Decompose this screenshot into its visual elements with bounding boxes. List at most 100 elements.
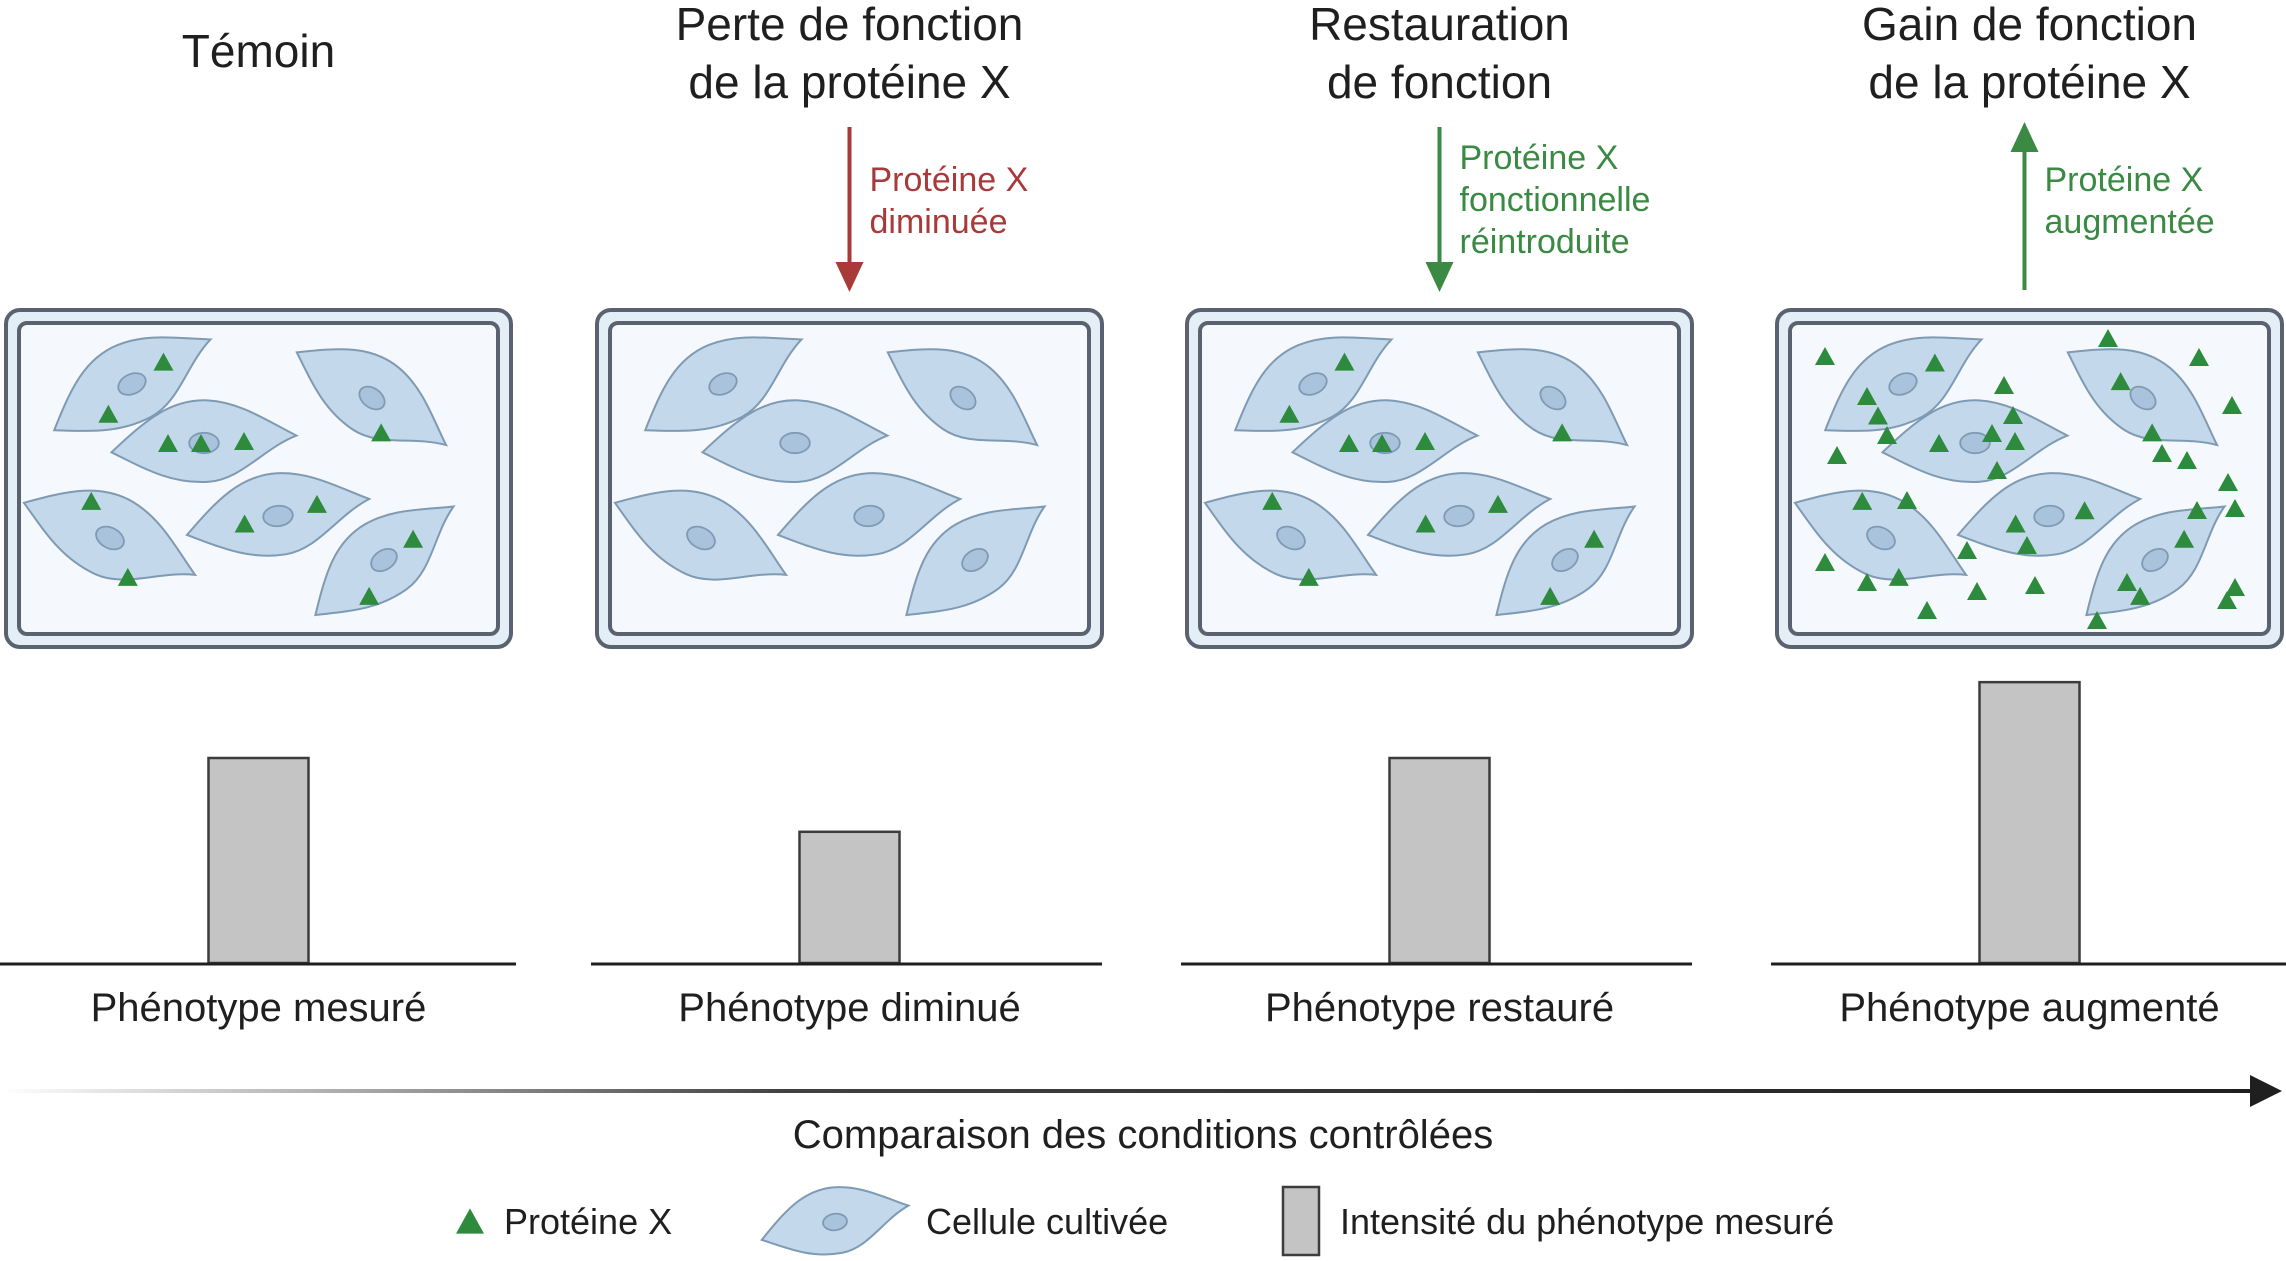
protein-x-icon (1298, 567, 1319, 586)
legend-item-protein: Protéine X (456, 1201, 672, 1242)
protein-x-icon (153, 352, 174, 371)
protein-x-icon (2225, 578, 2245, 596)
culture-dish (1775, 308, 2284, 649)
protein-x-icon (1852, 491, 1873, 510)
cell (905, 505, 1047, 617)
cell (1476, 348, 1629, 447)
nucleus (961, 547, 989, 573)
nucleus (1539, 385, 1567, 411)
nucleus (262, 504, 294, 528)
protein-x-icon (2098, 329, 2118, 347)
nucleus (1888, 372, 1918, 396)
culture-dish (595, 308, 1104, 649)
protein-x-icon (1487, 494, 1508, 513)
protein-x-icon (1929, 434, 1949, 452)
nucleus (1298, 372, 1328, 396)
protein-x-icon (1815, 347, 1835, 365)
protein-x-icon (117, 567, 138, 586)
protein-x-icon (2217, 591, 2237, 609)
cell (22, 489, 198, 581)
protein-x-icon (2025, 576, 2045, 594)
cell-icon (760, 1186, 911, 1256)
cell (185, 472, 372, 557)
cell (295, 348, 448, 447)
protein-x-icon (371, 423, 392, 442)
protein-x-icon (2174, 529, 2195, 548)
axis-line (0, 1089, 2250, 1093)
phenotype-label: Phénotype restauré (1265, 986, 1614, 1030)
phenotype-bar-chart (1771, 680, 2286, 966)
phenotype-bar (1388, 756, 1491, 965)
phenotype-bar-chart (0, 756, 516, 966)
protein-x-icon (1372, 434, 1392, 452)
nucleus (686, 525, 716, 551)
nucleus (2141, 547, 2169, 573)
legend-label: Protéine X (504, 1201, 672, 1242)
protein-x-icon (1857, 573, 1877, 591)
arrow-down-icon (835, 262, 864, 292)
nucleus (95, 525, 125, 551)
nucleus (779, 431, 811, 455)
legend-item-bar: Intensité du phénotype mesuré (1281, 1185, 1834, 1257)
protein-x-icon (1897, 491, 1917, 509)
protein-x-icon (1982, 424, 2002, 442)
phenotype-bar (798, 830, 901, 965)
protein-x-icon (1967, 582, 1987, 600)
nucleus (358, 385, 386, 411)
comparison-axis: Comparaison des conditions contrôlées (0, 1075, 2282, 1157)
protein-x-icon (1339, 434, 1359, 452)
protein-x-icon (2218, 473, 2238, 491)
protein-x-icon (2152, 444, 2172, 462)
cell (1495, 505, 1637, 617)
nucleus (708, 372, 738, 396)
legend-label: Intensité du phénotype mesuré (1340, 1201, 1834, 1242)
bar-icon (1281, 1185, 1321, 1257)
protein-x-icon (1877, 426, 1897, 444)
phenotype-label: Phénotype mesuré (91, 986, 427, 1030)
culture-dish (4, 308, 513, 649)
cell (52, 336, 213, 432)
cell (1366, 472, 1553, 557)
protein-x-icon (306, 494, 327, 513)
protein-x-icon (2177, 451, 2197, 469)
cell (314, 505, 456, 617)
protein-x-icon (1334, 352, 1355, 371)
protein-x-icon (1552, 423, 1573, 442)
cell (776, 472, 963, 557)
cell (1233, 336, 1394, 432)
phenotype-bar (1978, 680, 2081, 965)
protein-x-icon (1827, 446, 1847, 464)
cell (613, 489, 789, 581)
protein-x-icon (2189, 348, 2209, 366)
nucleus (117, 372, 147, 396)
nucleus (1959, 431, 1991, 455)
phenotype-bar (207, 756, 310, 965)
protein-x-icon (403, 529, 424, 548)
cell (1956, 472, 2143, 557)
nucleus (370, 547, 398, 573)
axis-arrowhead-icon (2250, 1075, 2282, 1107)
protein-x-icon (1279, 404, 1300, 423)
cell (2066, 348, 2219, 447)
protein-x-icon (2187, 501, 2207, 519)
axis-label: Comparaison des conditions contrôlées (793, 1113, 1493, 1157)
protein-x-icon (1888, 567, 1909, 586)
nucleus (1866, 525, 1896, 551)
protein-x-icon (1584, 529, 1605, 548)
protein-x-icon (1994, 376, 2014, 394)
protein-x-icon (1857, 387, 1877, 405)
protein-x-icon (1867, 406, 1888, 425)
protein-x-icon (2074, 501, 2095, 520)
